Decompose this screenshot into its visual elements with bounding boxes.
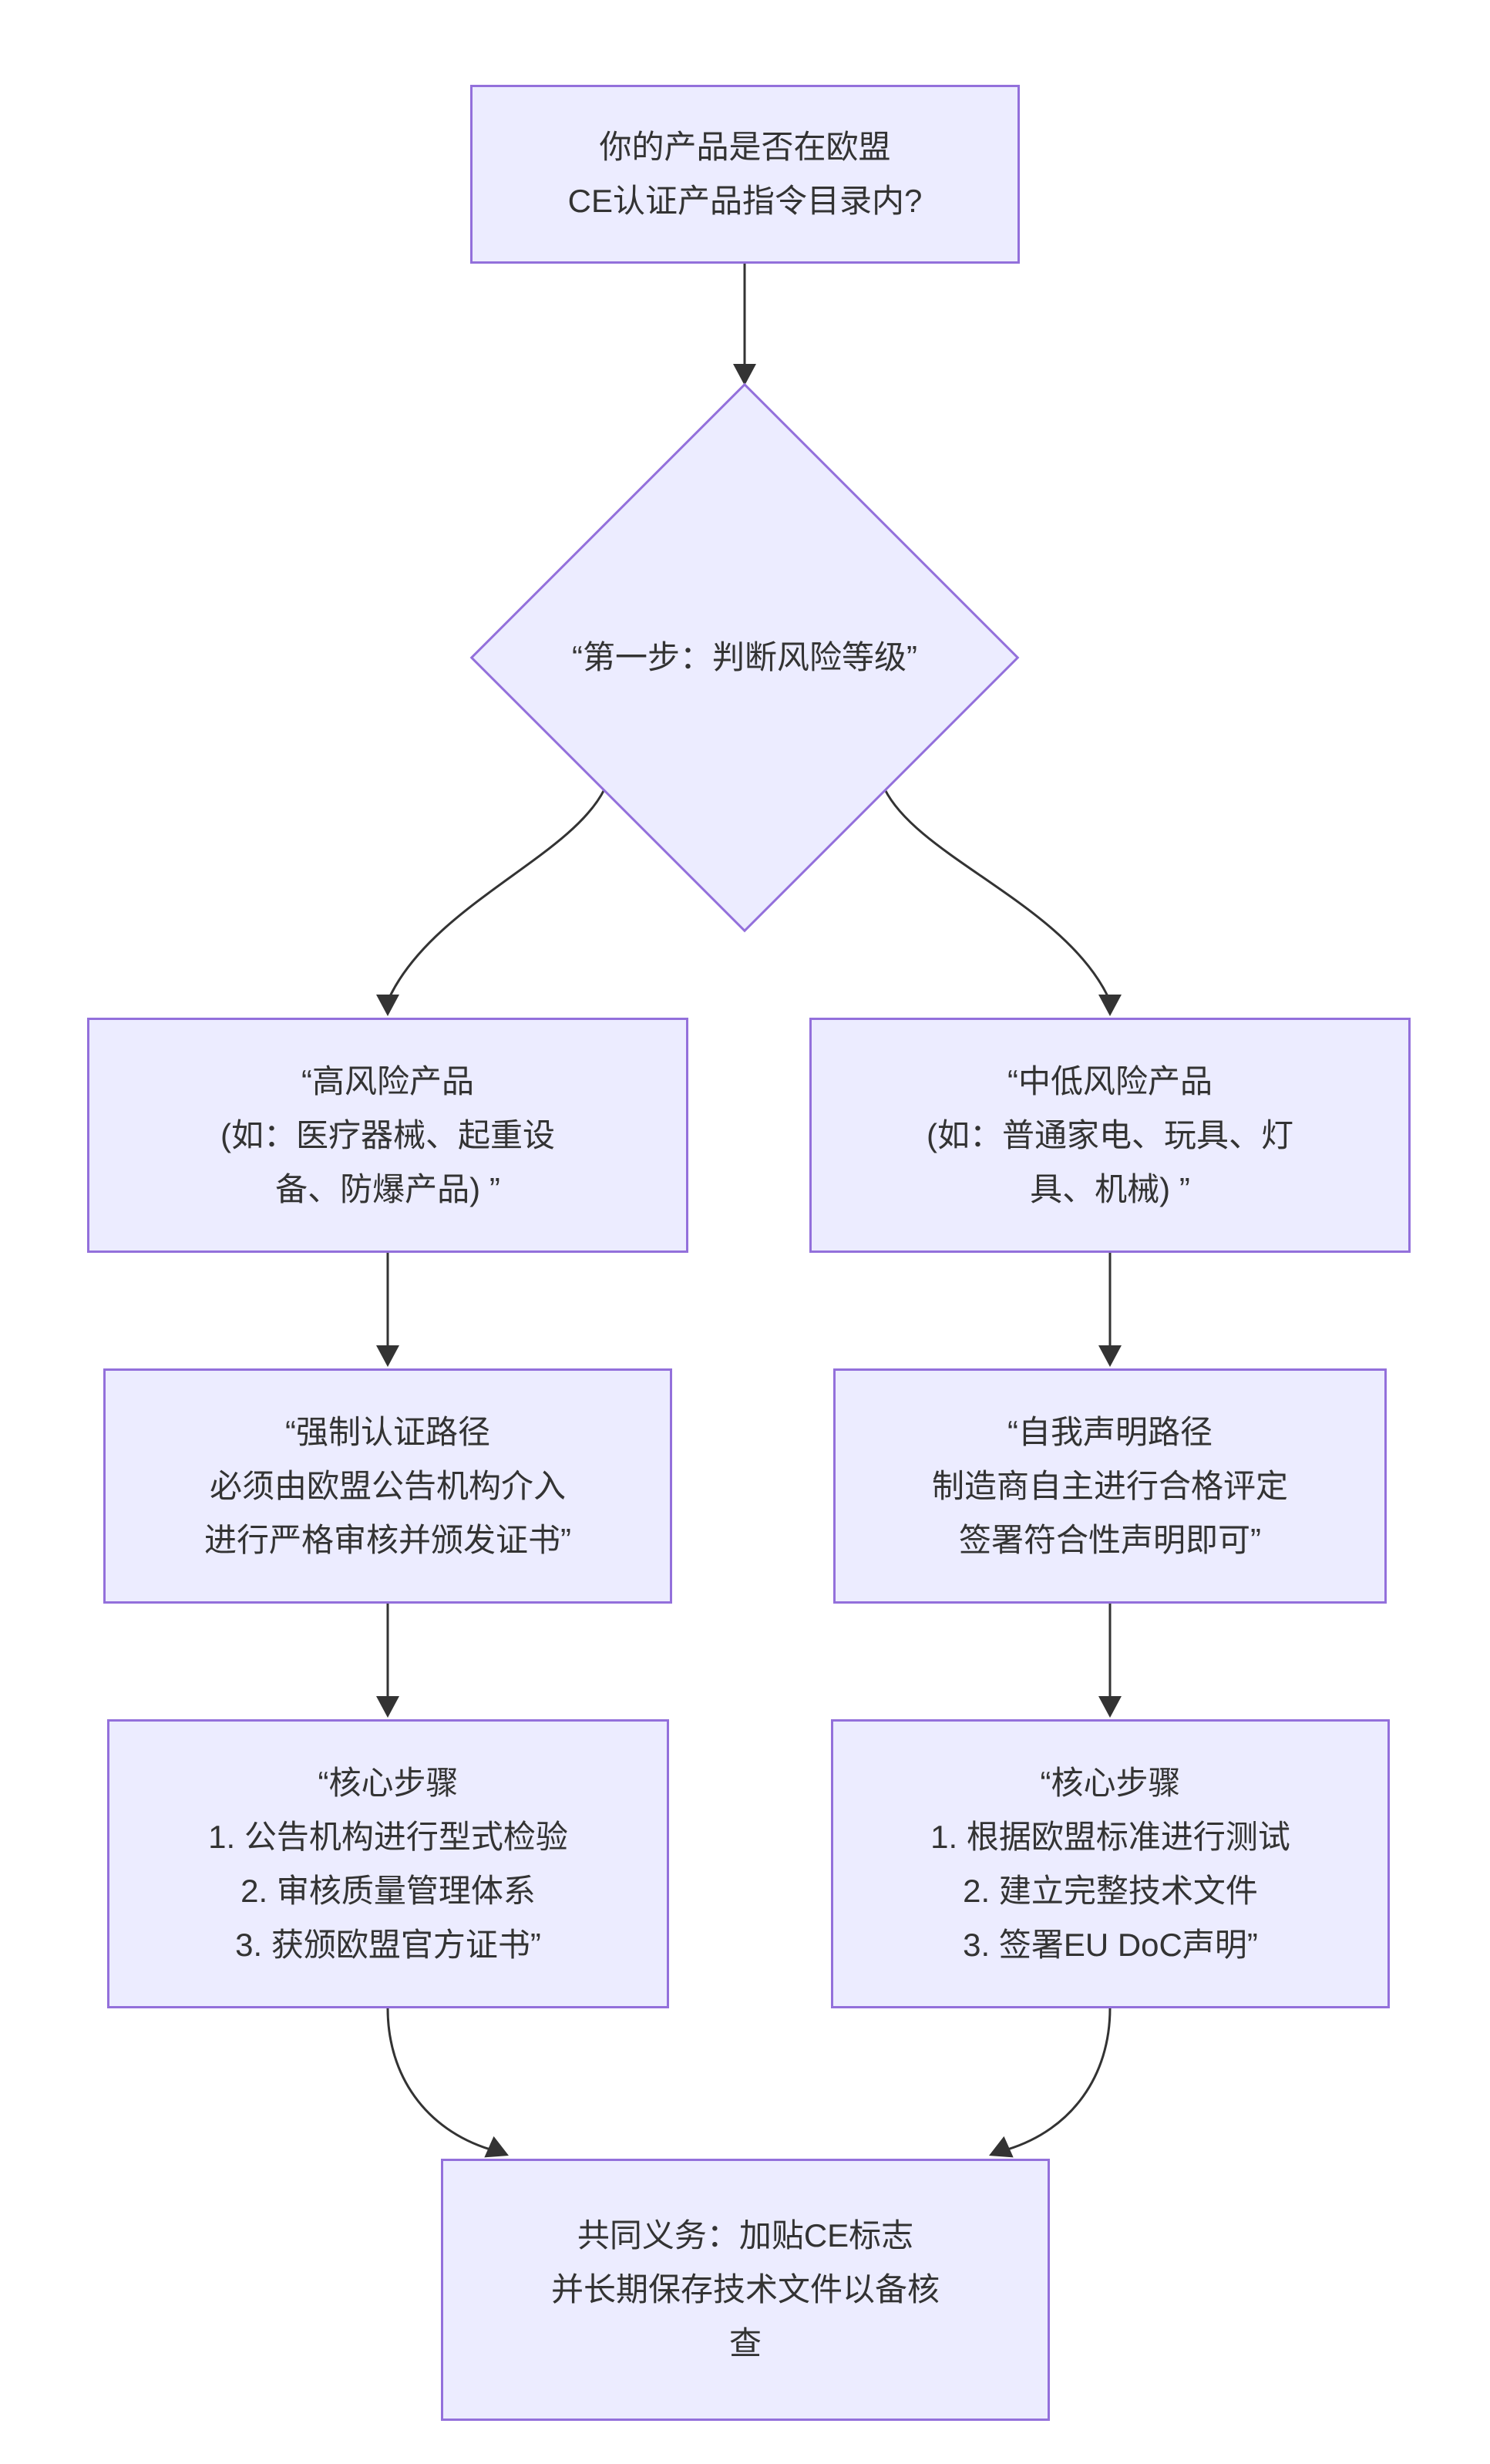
arrowhead-high-mandatory bbox=[376, 1345, 399, 1367]
node-line: 备、防爆产品) ” bbox=[275, 1170, 500, 1207]
node-line: 必须由欧盟公告机构介入 bbox=[209, 1467, 566, 1504]
node-line: 查 bbox=[728, 2325, 762, 2361]
node-line: “中低风险产品 bbox=[1007, 1062, 1213, 1099]
edge-stepsright-common bbox=[1007, 2008, 1112, 2151]
node-line: CE认证产品指令目录内? bbox=[567, 183, 923, 219]
node-decision-label: “第一步：判断风险等级” bbox=[436, 631, 1053, 685]
arrowhead-stepsleft-common bbox=[484, 2136, 509, 2158]
node-line: 2. 审核质量管理体系 bbox=[240, 1872, 536, 1909]
node-steps-mandatory: “核心步骤 1. 公告机构进行型式检验 2. 审核质量管理体系 3. 获颁欧盟官… bbox=[107, 1719, 669, 2008]
node-common-obligation: 共同义务：加贴CE标志 并长期保存技术文件以备核 查 bbox=[441, 2159, 1050, 2421]
node-mid-low-risk: “中低风险产品 (如：普通家电、玩具、灯 具、机械) ” bbox=[809, 1018, 1411, 1253]
node-line: “核心步骤 bbox=[318, 1764, 459, 1801]
node-line: 3. 获颁欧盟官方证书” bbox=[235, 1926, 541, 1963]
node-self-declaration-path: “自我声明路径 制造商自主进行合格评定 签署符合性声明即可” bbox=[833, 1368, 1387, 1604]
arrowhead-stepsright-common bbox=[989, 2136, 1014, 2158]
arrowhead-start-decision bbox=[733, 364, 756, 385]
node-line: 进行严格审核并颁发证书” bbox=[204, 1521, 571, 1558]
arrowhead-self-steps bbox=[1098, 1696, 1122, 1718]
node-line: 签署符合性声明即可” bbox=[959, 1521, 1261, 1558]
node-steps-self: “核心步骤 1. 根据欧盟标准进行测试 2. 建立完整技术文件 3. 签署EU … bbox=[831, 1719, 1390, 2008]
node-line: “核心步骤 bbox=[1040, 1764, 1181, 1801]
node-line: 1. 根据欧盟标准进行测试 bbox=[930, 1818, 1290, 1855]
node-line: “第一步：判断风险等级” bbox=[572, 639, 917, 675]
arrowhead-decision-high bbox=[376, 995, 399, 1016]
arrowhead-mandatory-steps bbox=[376, 1696, 399, 1718]
node-line: 具、机械) ” bbox=[1030, 1170, 1190, 1207]
node-line: 1. 公告机构进行型式检验 bbox=[208, 1818, 568, 1855]
node-start: 你的产品是否在欧盟 CE认证产品指令目录内? bbox=[470, 85, 1020, 264]
node-line: “强制认证路径 bbox=[285, 1413, 490, 1450]
edge-decision-high bbox=[388, 789, 606, 997]
edge-stepsleft-common bbox=[386, 2008, 491, 2151]
node-line: (如：普通家电、玩具、灯 bbox=[927, 1116, 1293, 1153]
node-line: 共同义务：加贴CE标志 bbox=[577, 2217, 914, 2254]
node-line: “自我声明路径 bbox=[1007, 1413, 1213, 1450]
edge-decision-midlow bbox=[883, 789, 1109, 997]
arrowhead-decision-midlow bbox=[1098, 995, 1122, 1016]
node-line: 你的产品是否在欧盟 bbox=[599, 129, 891, 165]
node-line: 3. 签署EU DoC声明” bbox=[963, 1926, 1258, 1963]
node-line: 2. 建立完整技术文件 bbox=[963, 1872, 1258, 1909]
node-line: “高风险产品 bbox=[301, 1062, 474, 1099]
node-mandatory-path: “强制认证路径 必须由欧盟公告机构介入 进行严格审核并颁发证书” bbox=[103, 1368, 672, 1604]
node-line: (如：医疗器械、起重设 bbox=[220, 1116, 555, 1153]
node-line: 制造商自主进行合格评定 bbox=[931, 1467, 1288, 1504]
node-high-risk: “高风险产品 (如：医疗器械、起重设 备、防爆产品) ” bbox=[87, 1018, 688, 1253]
node-line: 并长期保存技术文件以备核 bbox=[550, 2271, 940, 2307]
arrowhead-midlow-self bbox=[1098, 1345, 1122, 1367]
